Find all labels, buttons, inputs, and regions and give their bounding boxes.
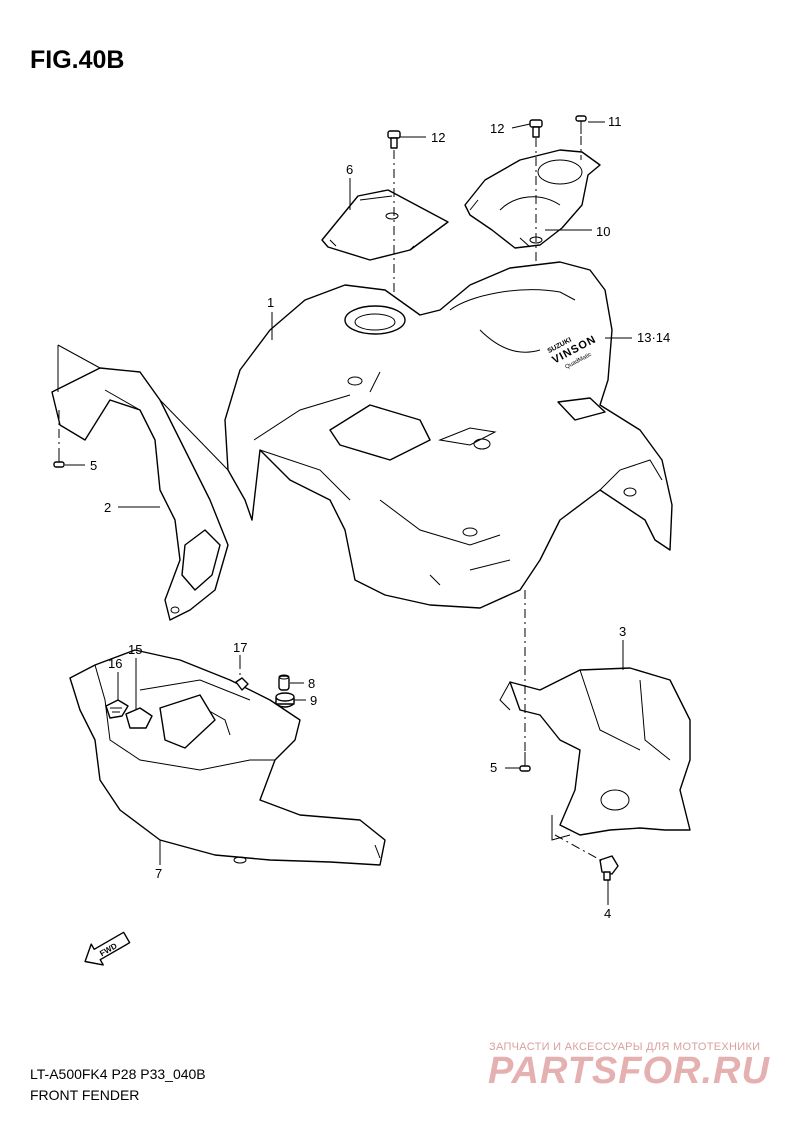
part-9-grommet (275, 692, 295, 708)
part-15-emblem (125, 707, 153, 729)
fwd-direction-arrow: FWD (84, 931, 131, 966)
leader-lines (65, 121, 632, 905)
callout-labels: 12 6 12 11 10 13·14 1 2 3 5 4 5 7 16 15 … (90, 114, 670, 921)
watermark-site: PARTSFOR.RU (488, 1050, 770, 1092)
callout-17: 17 (233, 640, 247, 655)
callout-8: 8 (308, 676, 315, 691)
figure-title: FIG.40B (30, 46, 125, 74)
callout-5-right: 5 (490, 760, 497, 775)
part-11-screw (575, 115, 587, 134)
part-5-screw-right (519, 752, 531, 772)
part-1-front-fender (224, 261, 673, 609)
callout-11: 11 (608, 114, 622, 129)
callout-12-right: 12 (490, 121, 504, 136)
callout-1: 1 (267, 295, 274, 310)
section-name: FRONT FENDER (30, 1087, 140, 1103)
part-16-emblem (105, 699, 129, 719)
callout-6: 6 (346, 162, 353, 177)
callout-4: 4 (604, 906, 611, 921)
part-7-front-bumper (69, 649, 386, 866)
part-8-cushion (278, 674, 290, 691)
callout-16: 16 (108, 656, 122, 671)
part-2-left-mud-guard (51, 344, 229, 621)
callout-2: 2 (104, 500, 111, 515)
watermark-tagline: ЗАПЧАСТИ И АКСЕССУАРЫ ДЛЯ МОТОТЕХНИКИ (489, 1041, 761, 1053)
part-4-bolt (599, 855, 619, 881)
part-12-bolt-left (387, 130, 401, 149)
callout-15: 15 (128, 642, 142, 657)
part-10-upper-cover (464, 149, 601, 249)
callout-9: 9 (310, 693, 317, 708)
callout-7: 7 (155, 866, 162, 881)
part-5-screw-left (53, 452, 65, 468)
part-12-bolt-right (529, 119, 543, 138)
callout-12-left: 12 (431, 130, 445, 145)
part-3-right-mud-guard (499, 667, 691, 841)
callout-5-left: 5 (90, 458, 97, 473)
model-code: LT-A500FK4 P28 P33_040B (30, 1066, 206, 1082)
callout-10: 10 (596, 224, 610, 239)
callout-13-14: 13·14 (637, 330, 670, 345)
part-6-cover-plate (321, 189, 449, 261)
callout-3: 3 (619, 624, 626, 639)
